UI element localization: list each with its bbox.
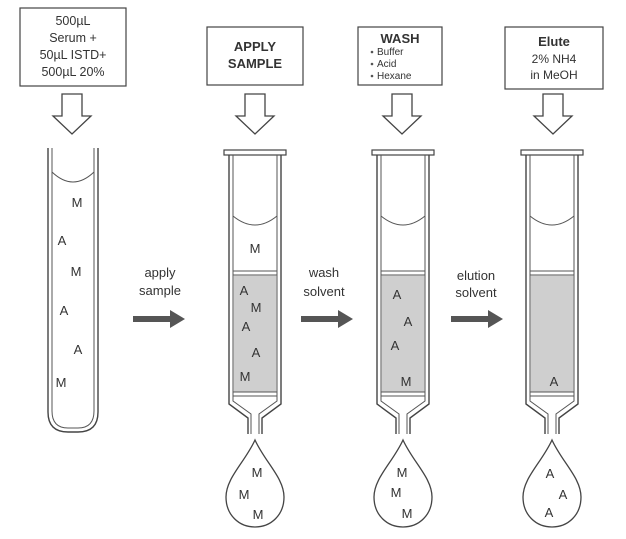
drop-letter: M xyxy=(397,465,408,480)
arrow-label-apply-2: sample xyxy=(139,283,181,298)
cartridge-letter: A xyxy=(240,283,249,298)
wash-title: WASH xyxy=(381,31,420,46)
apply-line-1: APPLY xyxy=(234,39,276,54)
drop-letter: A xyxy=(545,505,554,520)
arrow-label-elution-1: elution xyxy=(457,268,495,283)
down-arrow-icon xyxy=(532,93,574,135)
elute-line-1: 2% NH4 xyxy=(532,52,577,66)
cartridge-wash: A A A M xyxy=(371,149,435,434)
arrow-label-wash-1: wash xyxy=(308,265,339,280)
tube-letter: M xyxy=(72,195,83,210)
apply-line-2: SAMPLE xyxy=(228,56,283,71)
cartridge-letter: A xyxy=(550,374,559,389)
drop-letter: A xyxy=(546,466,555,481)
serum-line-4: 500µL 20% xyxy=(41,65,104,79)
drop-letter: M xyxy=(391,485,402,500)
arrow-label-wash-2: solvent xyxy=(303,284,345,299)
cartridge-letter: A xyxy=(252,345,261,360)
apply-sample-box: APPLY SAMPLE xyxy=(206,26,304,86)
serum-box: 500µL Serum + 50µL ISTD+ 500µL 20% xyxy=(19,7,127,87)
elute-line-2: in MeOH xyxy=(530,68,577,82)
tube-letter: A xyxy=(58,233,67,248)
down-arrow-icon xyxy=(234,93,276,135)
down-arrow-icon xyxy=(51,93,93,135)
cartridge-apply: M A M A A M xyxy=(223,149,287,434)
drop-letter: M xyxy=(252,465,263,480)
down-arrow-icon xyxy=(381,93,423,135)
serum-test-tube: M A M A A M xyxy=(47,148,99,433)
elute-box: Elute 2% NH4 in MeOH xyxy=(504,26,604,90)
wash-item-hexane: Hexane xyxy=(377,71,412,82)
cartridge-letter: A xyxy=(404,314,413,329)
cartridge-letter: M xyxy=(250,241,261,256)
tube-letter: M xyxy=(71,264,82,279)
cartridge-letter: M xyxy=(401,374,412,389)
cartridge-letter: A xyxy=(391,338,400,353)
drop-letter: A xyxy=(559,487,568,502)
cartridge-letter: A xyxy=(393,287,402,302)
wash-item-acid: Acid xyxy=(377,59,396,70)
drop-letter: M xyxy=(253,507,264,522)
tube-letter: M xyxy=(56,375,67,390)
drop-letter: M xyxy=(402,506,413,521)
right-arrow-icon xyxy=(133,310,185,328)
serum-line-1: 500µL xyxy=(55,14,90,28)
drop-elute: A A A xyxy=(522,438,582,528)
arrow-label-elution-2: solvent xyxy=(455,285,497,300)
arrow-label-apply-1: apply xyxy=(144,265,176,280)
drop-letter: M xyxy=(239,487,250,502)
cartridge-elute: A xyxy=(520,149,584,434)
wash-box: WASH Buffer Acid Hexane xyxy=(357,26,443,86)
drop-wash: M M M xyxy=(373,438,433,528)
tube-letter: A xyxy=(74,342,83,357)
serum-line-3: 50µL ISTD+ xyxy=(40,48,107,62)
wash-item-buffer: Buffer xyxy=(377,47,404,58)
cartridge-letter: M xyxy=(251,300,262,315)
cartridge-letter: A xyxy=(242,319,251,334)
drop-apply: M M M xyxy=(225,438,285,528)
tube-letter: A xyxy=(60,303,69,318)
cartridge-letter: M xyxy=(240,369,251,384)
elute-title: Elute xyxy=(538,34,570,49)
serum-line-2: Serum + xyxy=(49,31,97,45)
right-arrow-icon xyxy=(301,310,353,328)
right-arrow-icon xyxy=(451,310,503,328)
